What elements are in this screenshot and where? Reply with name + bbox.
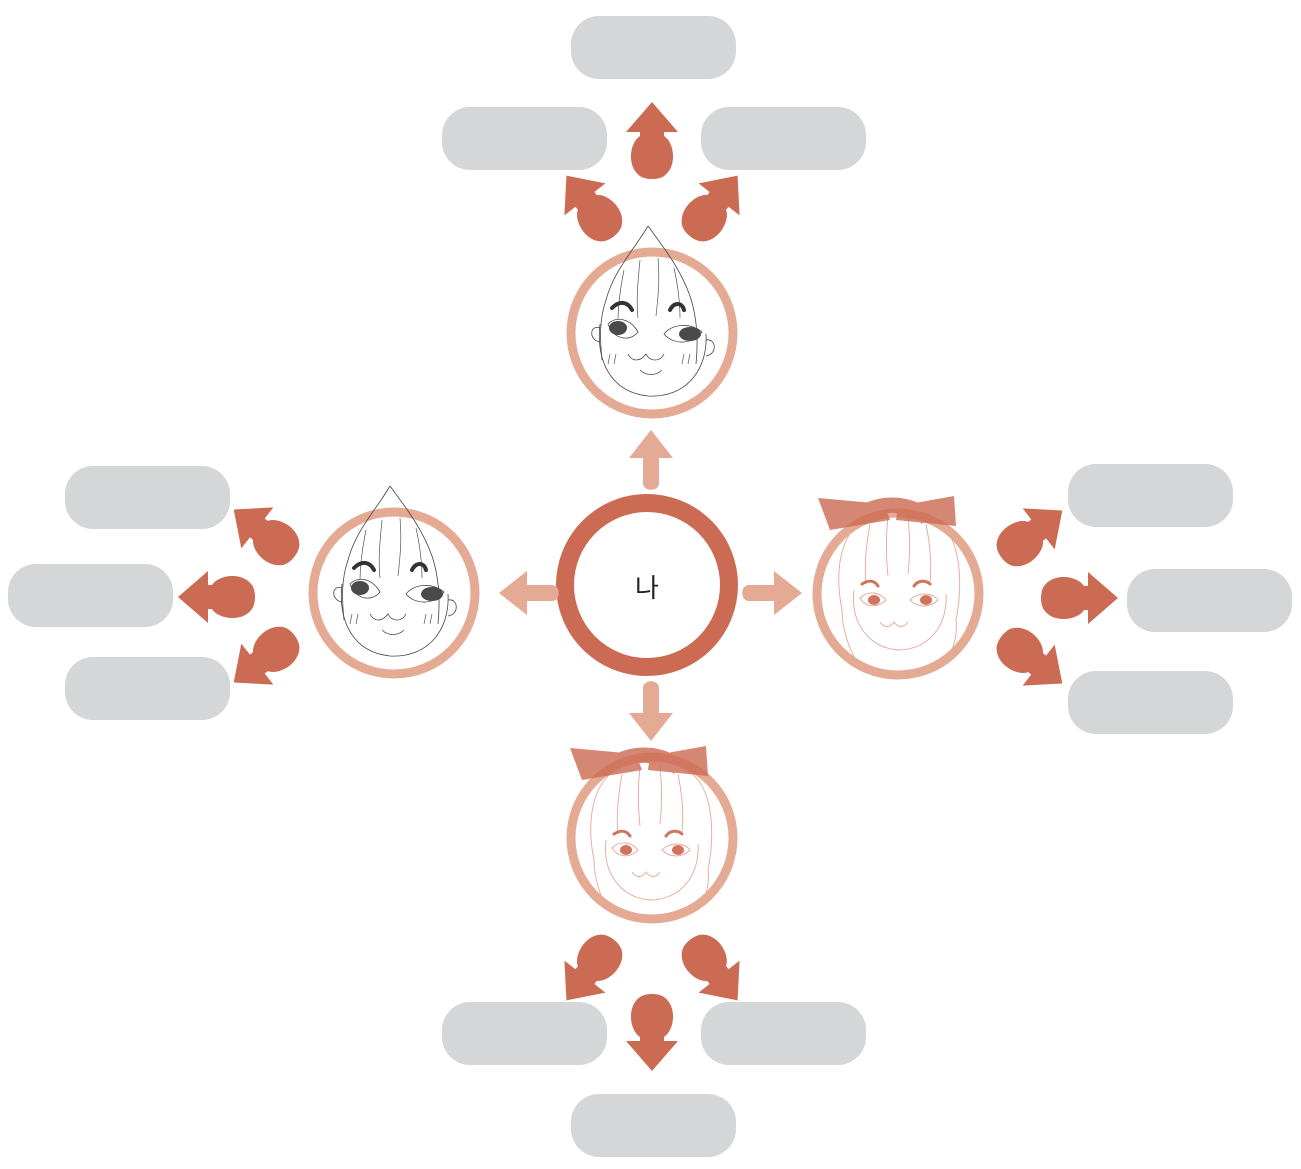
arrow-to-bottom — [629, 681, 673, 741]
label-box-top-1 — [571, 16, 736, 79]
arrow-left-center — [178, 571, 255, 623]
label-box-left-3 — [65, 657, 230, 720]
person-bottom — [566, 744, 738, 924]
label-boxes — [8, 16, 1292, 1157]
person-right — [812, 494, 984, 680]
arrow-right-center — [1041, 572, 1118, 624]
label-box-left-2 — [8, 564, 173, 627]
person-ring — [566, 247, 738, 419]
center-ring — [556, 494, 738, 676]
label-box-bottom-2 — [701, 1002, 866, 1065]
arrow-right-down — [985, 615, 1079, 705]
arrow-right-up — [985, 489, 1079, 579]
label-box-bottom-1 — [442, 1002, 607, 1065]
person-ring — [308, 507, 480, 679]
label-box-top-3 — [701, 107, 866, 170]
label-box-right-1 — [1068, 464, 1233, 527]
arrow-top-center — [626, 102, 678, 179]
arrow-top-right — [669, 159, 759, 253]
label-box-bottom-3 — [571, 1094, 736, 1157]
person-ring — [566, 752, 738, 924]
person-top — [566, 224, 738, 419]
label-box-right-3 — [1068, 671, 1233, 734]
center-label: 나 — [635, 574, 659, 604]
label-box-right-2 — [1127, 569, 1292, 632]
arrow-to-left — [499, 571, 559, 615]
arrow-to-top — [629, 430, 673, 490]
arrow-left-up — [217, 488, 311, 578]
person-left — [308, 484, 480, 679]
arrow-top-left — [545, 159, 635, 253]
arrow-to-right — [742, 571, 802, 615]
arrow-left-down — [217, 614, 311, 704]
arrow-bottom-center — [626, 994, 678, 1071]
person-ring — [812, 508, 984, 680]
center-node: 나 — [556, 494, 738, 676]
label-box-top-2 — [442, 107, 607, 170]
label-box-left-1 — [65, 466, 230, 529]
